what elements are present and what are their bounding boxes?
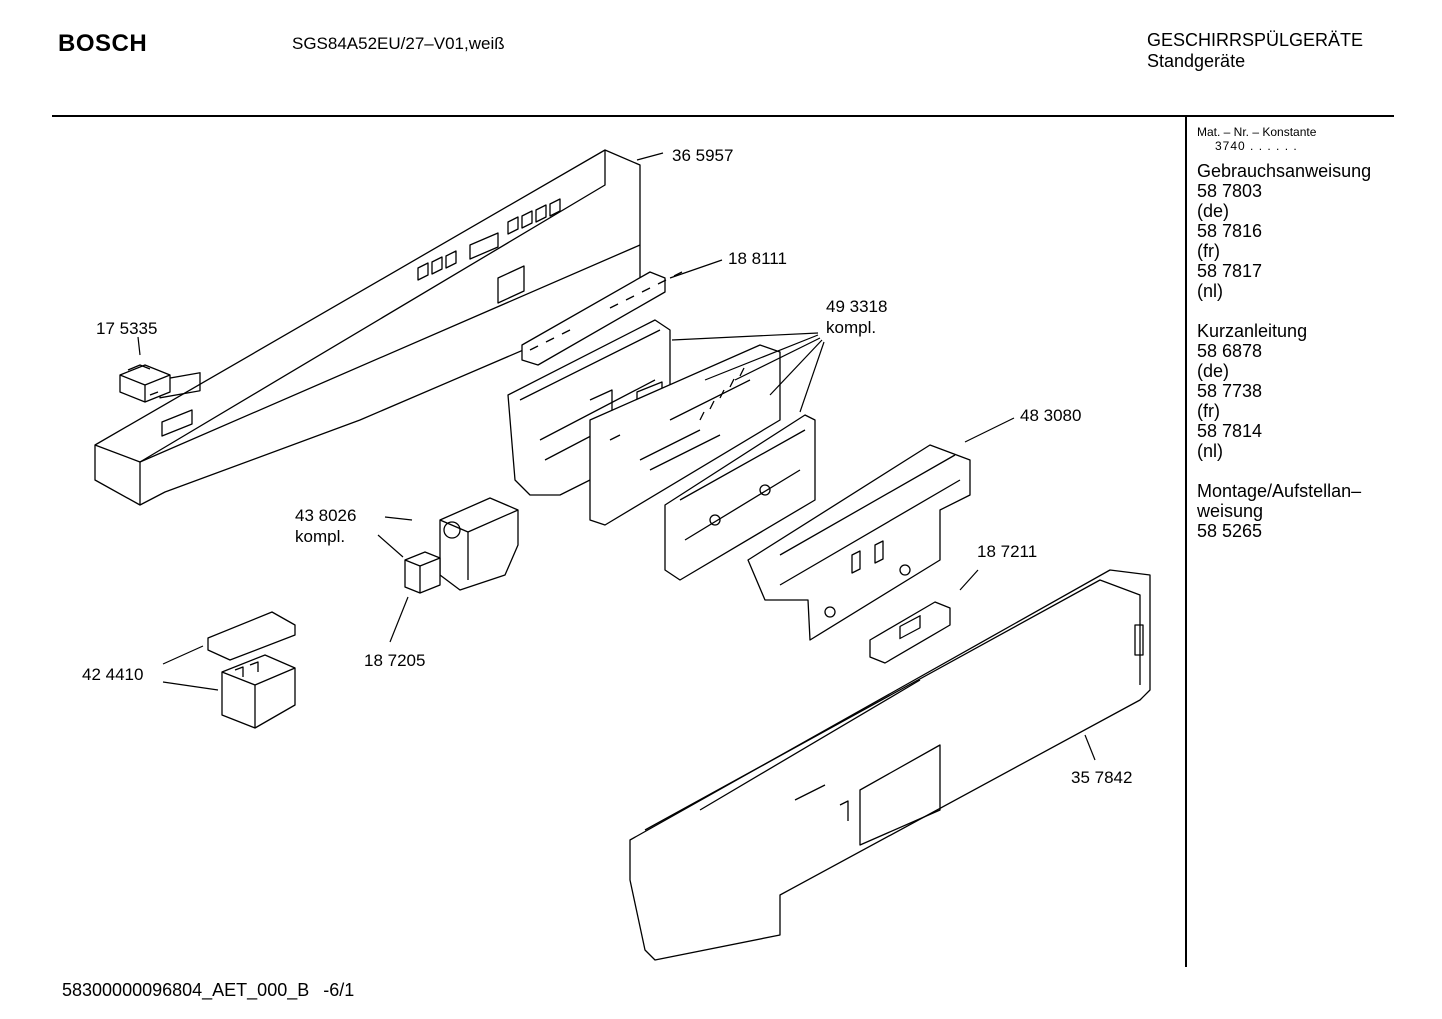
category-header: GESCHIRRSPÜLGERÄTE Standgeräte <box>1147 30 1363 72</box>
part-label-438026: 43 8026 <box>295 506 356 525</box>
doc-section-title: Kurzanleitung <box>1197 321 1308 341</box>
part-label-365957: 36 5957 <box>672 146 733 165</box>
base-panel <box>629 569 1151 961</box>
electronics-board <box>589 344 781 526</box>
clip-part <box>119 364 171 403</box>
part-label-493318: 49 3318 <box>826 297 887 316</box>
door-switch <box>439 497 519 591</box>
display-module <box>869 601 951 664</box>
category-subtitle: Standgeräte <box>1147 51 1246 71</box>
doc-section-title: Gebrauchsanweisung <box>1197 161 1372 181</box>
relay-part <box>404 551 441 594</box>
exploded-parts-diagram: 36 5957 18 8111 49 3318 kompl. 17 5335 4… <box>82 146 1151 961</box>
sidebar-divider <box>1185 117 1187 967</box>
doc-item: (fr) <box>1197 241 1220 261</box>
part-label-483080: 48 3080 <box>1020 406 1081 425</box>
category-title: GESCHIRRSPÜLGERÄTE <box>1147 30 1364 50</box>
doc-item: (de) <box>1197 361 1230 381</box>
part-label-187211: 18 7211 <box>977 542 1037 561</box>
doc-item: (fr) <box>1197 401 1220 421</box>
part-label-175335: 17 5335 <box>96 319 157 338</box>
doc-item: 58 7816 <box>1197 221 1263 241</box>
part-label-493318-sub: kompl. <box>826 318 876 337</box>
doc-item: 58 7817 <box>1197 261 1263 281</box>
part-label-357842: 35 7842 <box>1071 768 1132 787</box>
doc-item: 58 5265 <box>1197 521 1263 541</box>
doc-item: 58 7814 <box>1197 421 1263 441</box>
doc-item: 58 7803 <box>1197 181 1263 201</box>
header-rule <box>52 115 1394 117</box>
part-label-187205: 18 7205 <box>364 651 425 670</box>
leader-lines <box>137 152 1096 761</box>
button-strip <box>521 271 683 366</box>
part-label-424410: 42 4410 <box>82 665 143 684</box>
doc-item: 58 6878 <box>1197 341 1263 361</box>
doc-item: (nl) <box>1197 441 1223 461</box>
mat-number-value: 3740 . . . . . . <box>1215 139 1298 153</box>
connector-set <box>207 611 296 729</box>
documentation-sidebar: Mat. – Nr. – Konstante 3740 . . . . . . … <box>1197 125 1371 541</box>
mat-number-label: Mat. – Nr. – Konstante <box>1197 125 1317 139</box>
model-number: SGS84A52EU/27–V01,weiß <box>292 34 505 53</box>
doc-item: (de) <box>1197 201 1230 221</box>
part-label-188111: 18 8111 <box>728 249 787 268</box>
doc-item: weisung <box>1197 501 1264 521</box>
board-carrier <box>664 414 816 581</box>
display-carrier <box>747 444 971 641</box>
doc-item: 58 7738 <box>1197 381 1263 401</box>
part-label-438026-sub: kompl. <box>295 527 345 546</box>
document-footer: 58300000096804_AET_000_B -6/1 <box>62 980 354 1001</box>
control-panel-fascia <box>94 149 641 506</box>
doc-item: (nl) <box>1197 281 1223 301</box>
brand-logo: BOSCH <box>58 30 148 57</box>
document-id: 58300000096804_AET_000_B <box>62 980 310 1000</box>
doc-section-title: Montage/Aufstellan– <box>1197 481 1362 501</box>
page-number: -6/1 <box>323 980 355 1000</box>
